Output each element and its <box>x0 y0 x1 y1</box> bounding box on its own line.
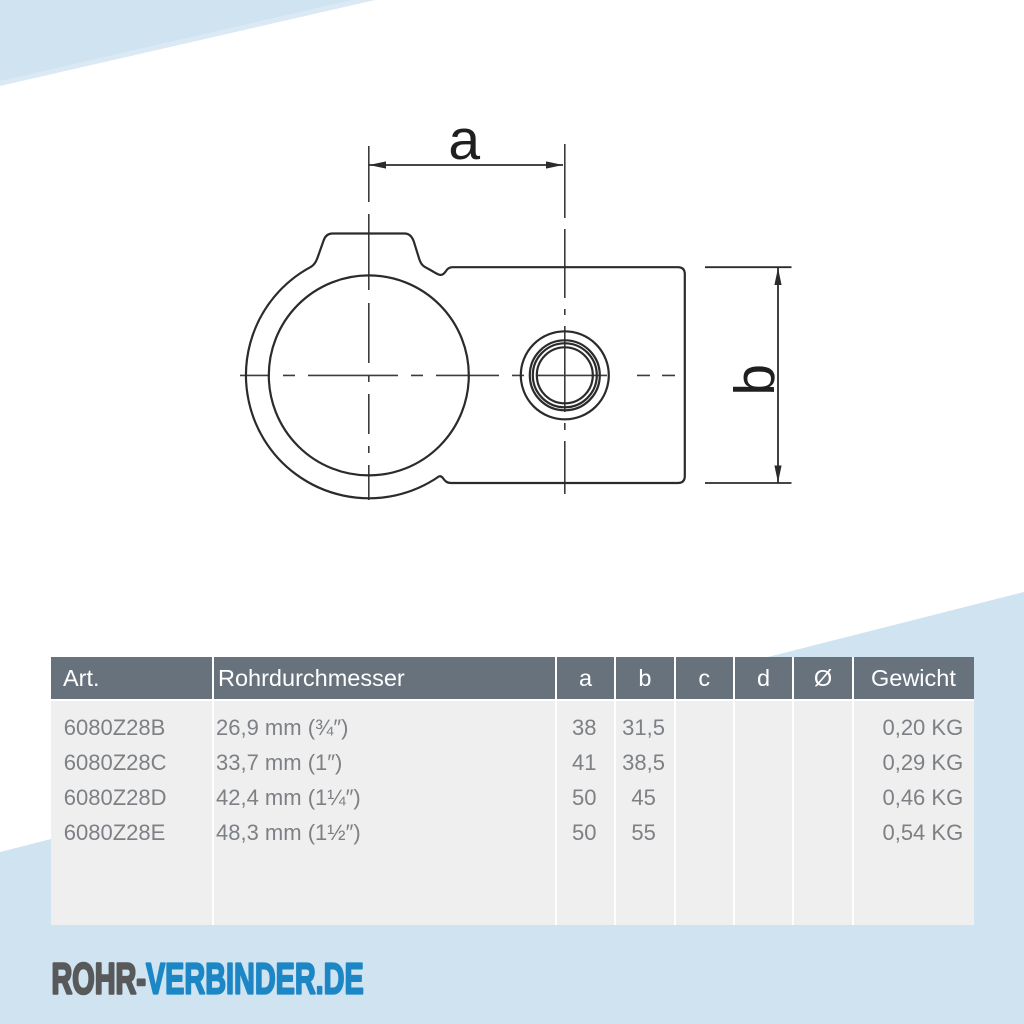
svg-text:ROHR-VERBINDER.DE: ROHR-VERBINDER.DE <box>52 953 364 1003</box>
svg-text:a: a <box>448 108 480 172</box>
svg-text:b: b <box>723 364 787 396</box>
